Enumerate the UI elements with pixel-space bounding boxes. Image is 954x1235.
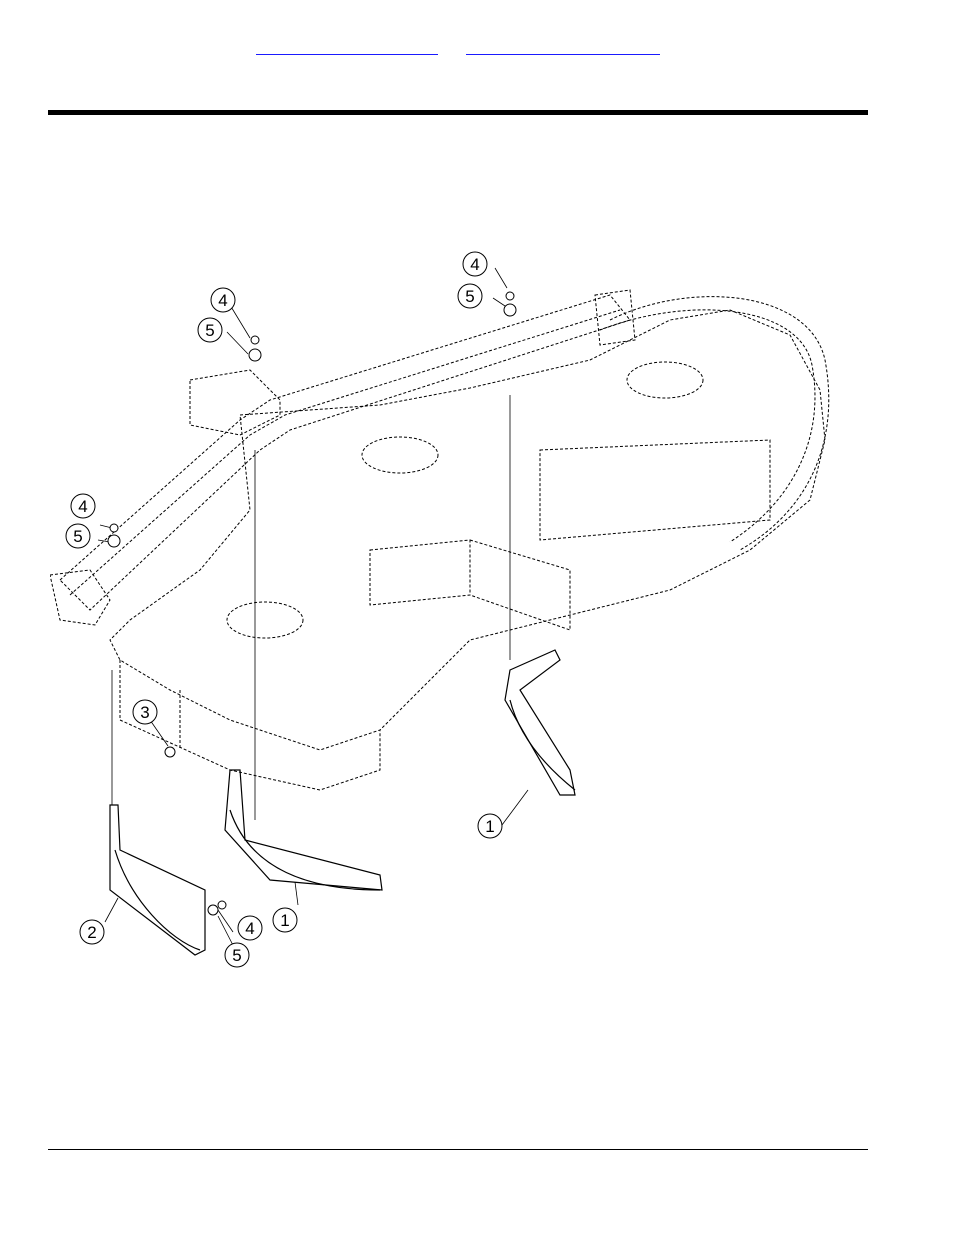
svg-text:3: 3 bbox=[140, 703, 149, 722]
header-link-2[interactable] bbox=[466, 40, 660, 55]
callout-4-b: 4 bbox=[463, 252, 487, 276]
svg-text:1: 1 bbox=[280, 911, 289, 930]
svg-text:4: 4 bbox=[78, 497, 87, 516]
hardware bbox=[108, 292, 516, 915]
svg-text:5: 5 bbox=[232, 946, 241, 965]
callout-4-d: 4 bbox=[238, 916, 262, 940]
svg-text:5: 5 bbox=[465, 287, 474, 306]
svg-text:4: 4 bbox=[470, 255, 479, 274]
deck-assembly bbox=[50, 290, 829, 790]
leader-lines bbox=[98, 268, 528, 953]
callout-4-c: 4 bbox=[71, 494, 95, 518]
callout-3: 3 bbox=[133, 700, 157, 724]
footer-rule bbox=[48, 1149, 868, 1150]
svg-text:2: 2 bbox=[87, 923, 96, 942]
callout-5-a: 5 bbox=[198, 318, 222, 342]
callout-4-a: 4 bbox=[211, 288, 235, 312]
callout-5-d: 5 bbox=[225, 943, 249, 967]
header-rule bbox=[48, 110, 868, 115]
callouts: 4 5 4 5 4 5 3 2 5 4 1 1 bbox=[66, 252, 502, 967]
header-link-1[interactable] bbox=[256, 40, 438, 55]
callout-1-b: 1 bbox=[478, 814, 502, 838]
svg-text:5: 5 bbox=[73, 527, 82, 546]
svg-text:4: 4 bbox=[245, 919, 254, 938]
callout-5-b: 5 bbox=[458, 284, 482, 308]
parts-diagram: 4 5 4 5 4 5 3 2 5 4 1 1 bbox=[50, 250, 850, 980]
callout-1-a: 1 bbox=[273, 908, 297, 932]
svg-text:4: 4 bbox=[218, 291, 227, 310]
callout-5-c: 5 bbox=[66, 524, 90, 548]
svg-text:5: 5 bbox=[205, 321, 214, 340]
svg-text:1: 1 bbox=[485, 817, 494, 836]
callout-2: 2 bbox=[80, 920, 104, 944]
